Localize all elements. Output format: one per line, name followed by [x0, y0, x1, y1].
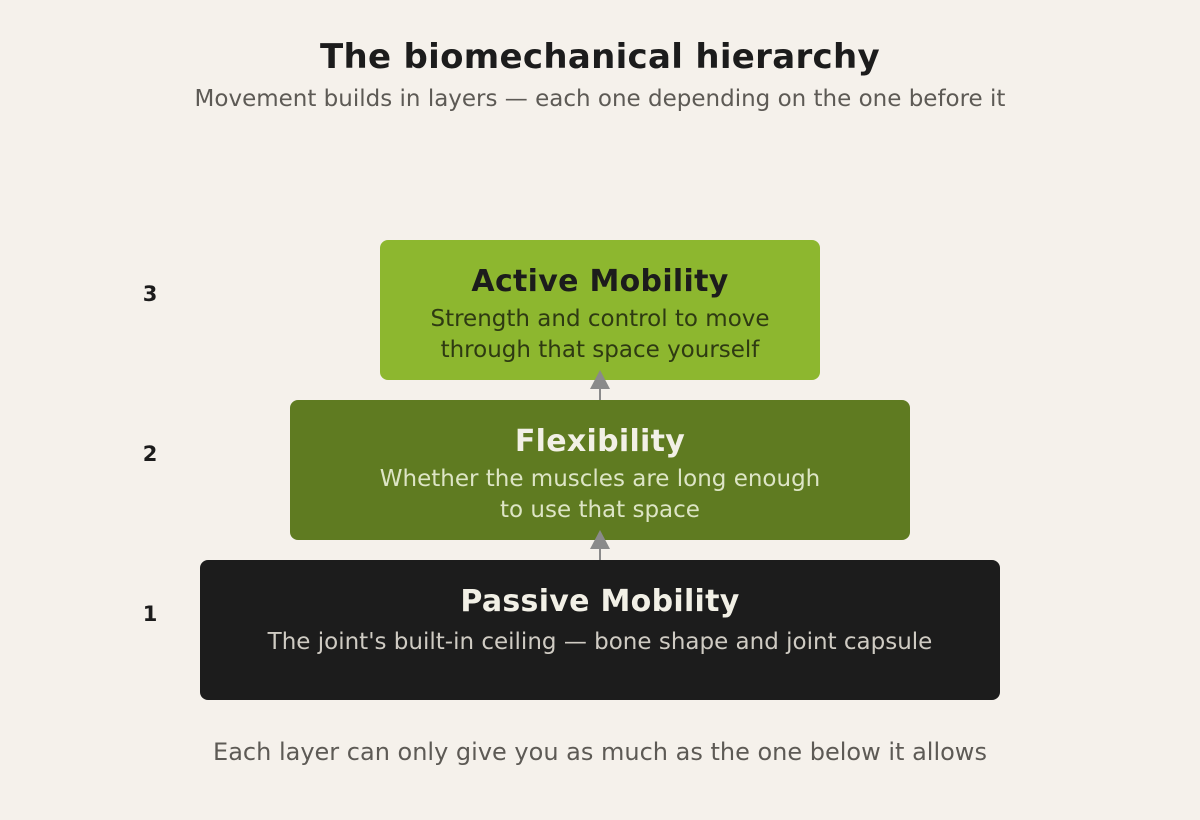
layer-name: Passive Mobility [460, 584, 740, 619]
layer-number-2: 2 [142, 442, 158, 466]
diagram-subtitle: Movement builds in layers — each one dep… [194, 86, 1006, 112]
layer-description-line: to use that space [500, 497, 700, 523]
layer-description-line: Strength and control to move [430, 306, 770, 332]
layer-description: The joint's built-in ceiling — bone shap… [200, 627, 1000, 658]
layer-number-3: 3 [142, 282, 158, 306]
layer-description-line: The joint's built-in ceiling — bone shap… [267, 629, 933, 655]
arrow-up-icon [590, 370, 610, 400]
diagram-footer-note: Each layer can only give you as much as … [213, 738, 987, 766]
layer-name: Flexibility [514, 424, 686, 459]
layer-description-line: Whether the muscles are long enough [379, 466, 821, 492]
layer-active-mobility: Active Mobility Strength and control to … [380, 240, 820, 380]
layer-description-line: through that space yourself [440, 337, 760, 363]
layer-passive-mobility: Passive Mobility The joint's built-in ce… [200, 560, 1000, 700]
layer-name: Active Mobility [471, 264, 729, 299]
layer-number-1: 1 [142, 602, 158, 626]
layer-description: Strength and control to move through tha… [380, 304, 820, 366]
arrow-up-icon [590, 530, 610, 560]
layer-description: Whether the muscles are long enough to u… [290, 464, 910, 526]
layer-flexibility: Flexibility Whether the muscles are long… [290, 400, 910, 540]
diagram-title: The biomechanical hierarchy [320, 37, 880, 77]
